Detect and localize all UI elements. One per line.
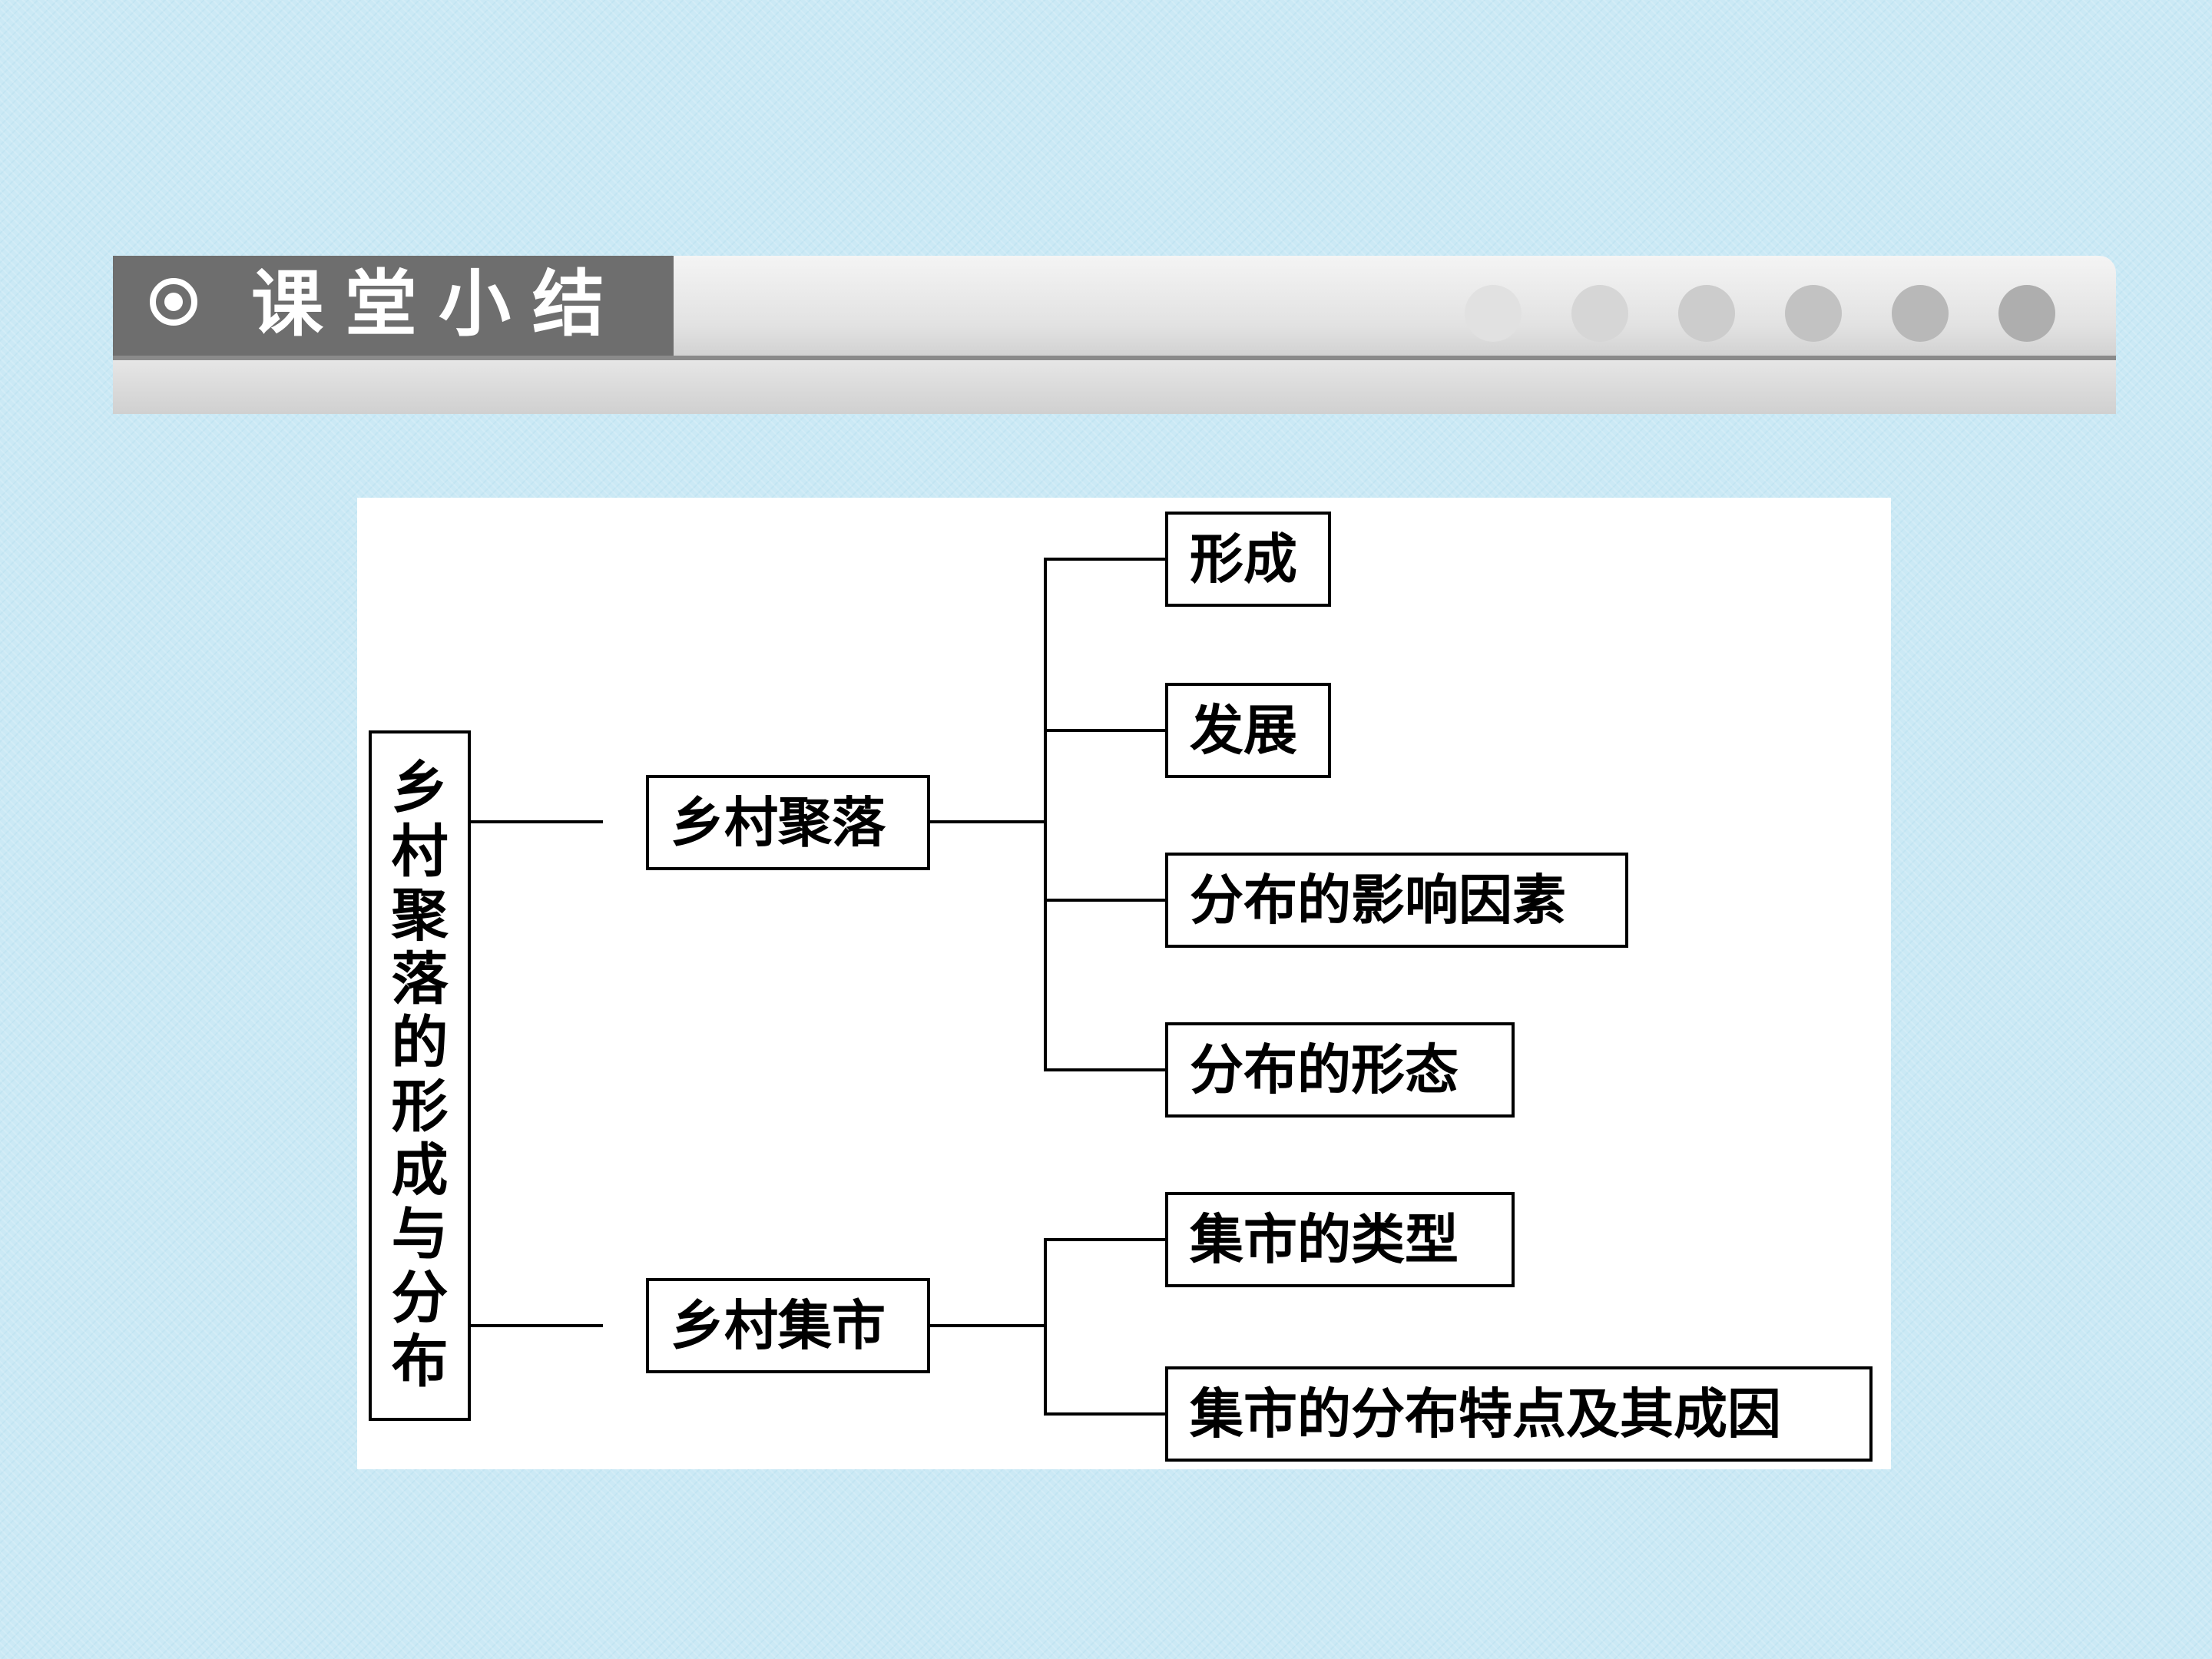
bullet-circle-icon [150,278,197,326]
concept-map: 乡村聚落的形成与分布 乡村聚落 乡村集市 形成 发展 分布的影响因素 分布的形态… [357,498,1891,1469]
decorative-dot-icon [1571,285,1628,342]
banner-title-block: 课堂小结 [113,256,674,356]
banner-underlay [113,360,2116,414]
section-banner: 课堂小结 [113,256,2116,414]
decorative-dot-icon [1465,285,1522,342]
decorative-dot-icon [1678,285,1735,342]
decorative-dot-icon [1892,285,1949,342]
leaf-node: 发展 [1165,683,1331,778]
section-title: 课堂小结 [251,263,627,346]
leaf-node: 分布的形态 [1165,1022,1515,1118]
leaf-node: 分布的影响因素 [1165,853,1628,948]
connector-lines [471,558,1167,1416]
root-label: 乡村聚落的形成与分布 [391,755,449,1395]
decorative-dot-icon [1998,285,2055,342]
decorative-dot-icon [1785,285,1842,342]
leaf-node: 集市的类型 [1165,1192,1515,1287]
banner-divider [113,356,2116,360]
root-node: 乡村聚落的形成与分布 [369,730,471,1421]
branch-node: 乡村集市 [646,1278,930,1373]
branch-node: 乡村聚落 [646,775,930,870]
leaf-node: 形成 [1165,512,1331,607]
leaf-node: 集市的分布特点及其成因 [1165,1366,1873,1462]
